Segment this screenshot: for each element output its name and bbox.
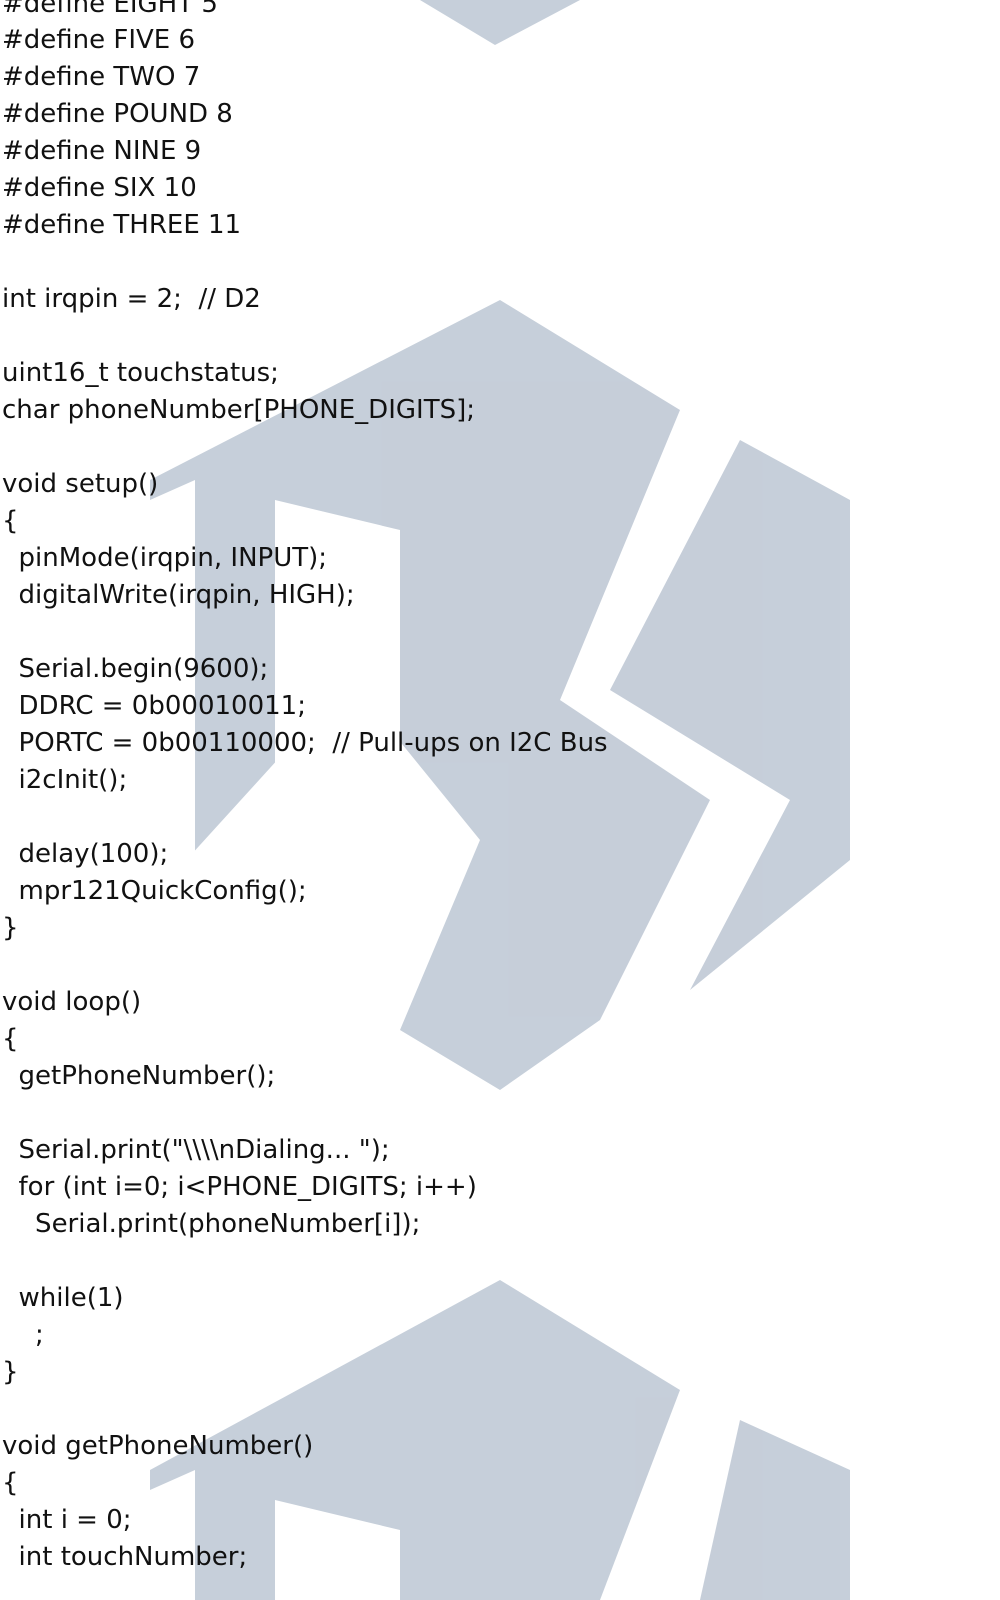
code-line: { xyxy=(2,1024,19,1054)
code-line: } xyxy=(2,913,19,943)
code-line: void setup() xyxy=(2,469,159,499)
code-line: #define THREE 11 xyxy=(2,210,242,240)
code-line: void getPhoneNumber() xyxy=(2,1431,314,1461)
code-line: int touchNumber; xyxy=(2,1542,248,1572)
code-line: for (int i=0; i<PHONE_DIGITS; i++) xyxy=(2,1172,477,1202)
code-line: { xyxy=(2,1468,19,1498)
code-line: Serial.print("\\\\nDialing... "); xyxy=(2,1135,390,1165)
code-line: #define EIGHT 5 xyxy=(2,0,218,19)
code-line: #define NINE 9 xyxy=(2,136,202,166)
code-line: int irqpin = 2; // D2 xyxy=(2,284,261,314)
code-line: pinMode(irqpin, INPUT); xyxy=(2,543,328,573)
code-line: #define POUND 8 xyxy=(2,99,233,129)
code-line: getPhoneNumber(); xyxy=(2,1061,276,1091)
code-line: char phoneNumber[PHONE_DIGITS]; xyxy=(2,395,475,425)
code-line: ; xyxy=(2,1320,44,1350)
code-line: digitalWrite(irqpin, HIGH); xyxy=(2,580,355,610)
code-line: PORTC = 0b00110000; // Pull-ups on I2C B… xyxy=(2,728,608,758)
code-line: Serial.begin(9600); xyxy=(2,654,269,684)
code-line: } xyxy=(2,1357,19,1387)
code-line: int i = 0; xyxy=(2,1505,132,1535)
code-line: Serial.print(phoneNumber[i]); xyxy=(2,1209,421,1239)
code-line: uint16_t touchstatus; xyxy=(2,358,279,388)
code-line: i2cInit(); xyxy=(2,765,128,795)
code-line: mpr121QuickConfig(); xyxy=(2,876,307,906)
code-line: DDRC = 0b00010011; xyxy=(2,691,306,721)
code-line: while(1) xyxy=(2,1283,124,1313)
code-line: #define TWO 7 xyxy=(2,62,201,92)
code-line: delay(100); xyxy=(2,839,169,869)
code-line: #define FIVE 6 xyxy=(2,25,196,55)
code-line: { xyxy=(2,506,19,536)
code-line: void loop() xyxy=(2,987,142,1017)
code-line: #define SIX 10 xyxy=(2,173,197,203)
